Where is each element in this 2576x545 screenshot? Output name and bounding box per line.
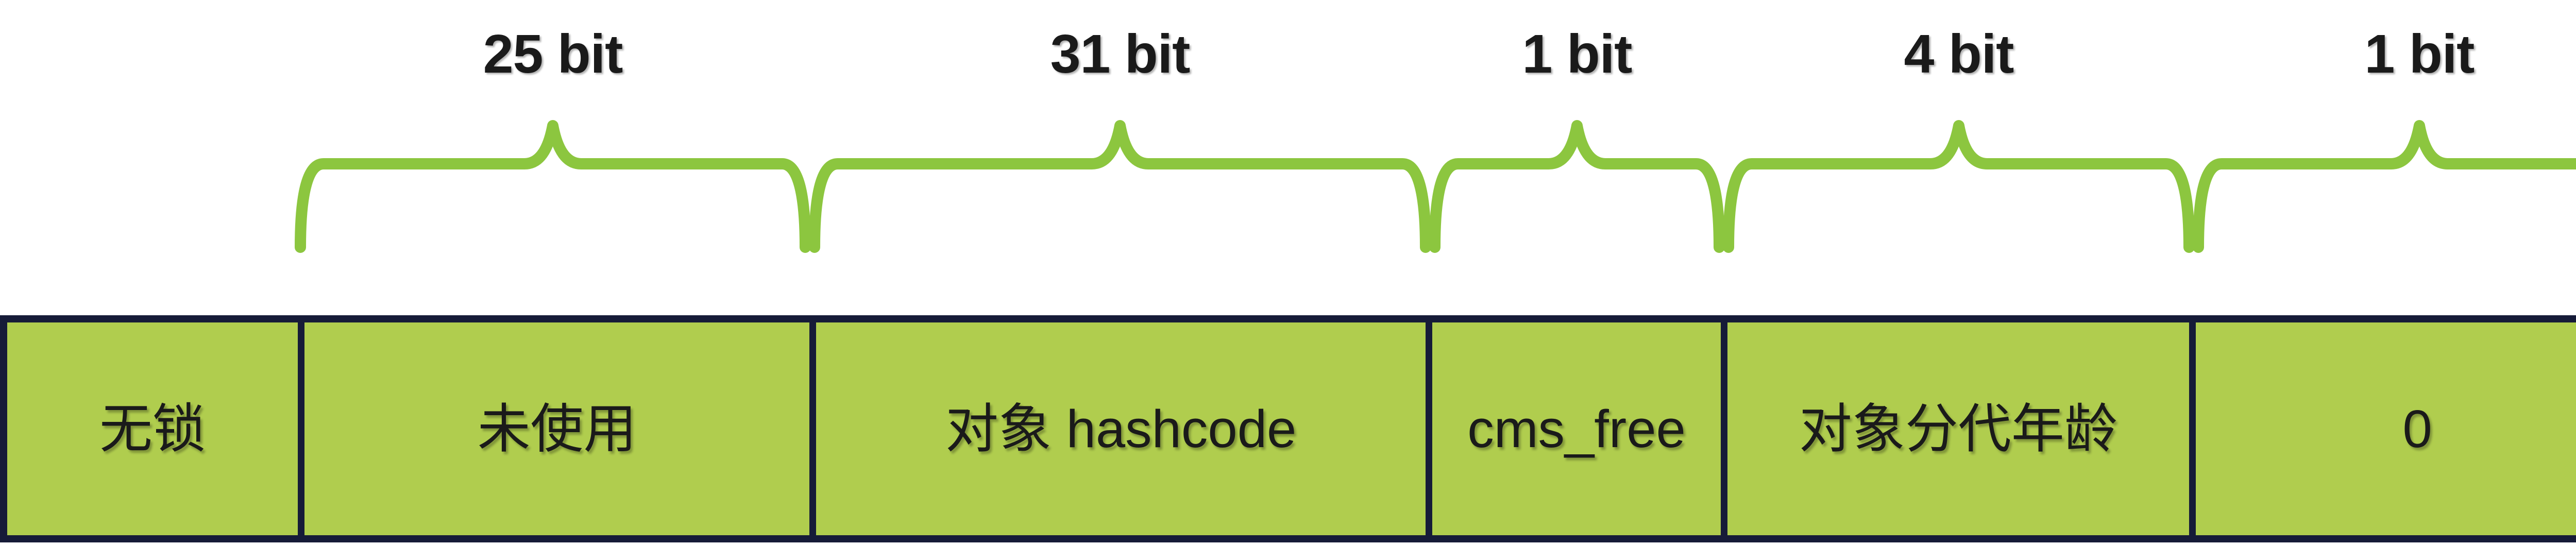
mark-word-cell-cms-free: cms_free	[1432, 322, 1721, 535]
curly-brace-icon-31bit	[809, 120, 1431, 253]
mark-word-cell-gc-age: 对象分代年龄	[1727, 322, 2189, 535]
cell-label-unused: 未使用	[477, 399, 637, 458]
bit-width-label-1bit-zero: 1 bit	[2364, 24, 2475, 84]
bit-width-label-25bit: 25 bit	[483, 24, 623, 84]
curly-brace-icon-1bit-zero	[2193, 120, 2576, 253]
mark-word-cell-biased-flag: 0	[2195, 322, 2576, 535]
curly-brace-icon-25bit	[295, 120, 811, 253]
mark-word-cell-unused: 未使用	[304, 322, 810, 535]
cell-label-lock-state: 无锁	[99, 399, 206, 458]
curly-brace-icon-4bit	[1723, 120, 2195, 253]
mark-word-cell-lock-state: 无锁	[7, 322, 298, 535]
bit-width-label-31bit: 31 bit	[1050, 24, 1191, 84]
cell-label-cms-free: cms_free	[1467, 399, 1686, 458]
curly-brace-icon-1bit-cmsfree	[1429, 120, 1725, 253]
bit-width-label-4bit: 4 bit	[1904, 24, 2014, 84]
cell-label-biased-flag: 0	[2402, 399, 2432, 458]
mark-word-table: 无锁 未使用 对象 hashcode cms_free 对象分代年龄 0 01	[0, 315, 2576, 542]
cell-label-gc-age: 对象分代年龄	[1799, 399, 2117, 458]
cell-label-hashcode: 对象 hashcode	[945, 399, 1297, 458]
mark-word-cell-hashcode: 对象 hashcode	[816, 322, 1426, 535]
bit-width-label-1bit-cmsfree: 1 bit	[1522, 24, 1633, 84]
